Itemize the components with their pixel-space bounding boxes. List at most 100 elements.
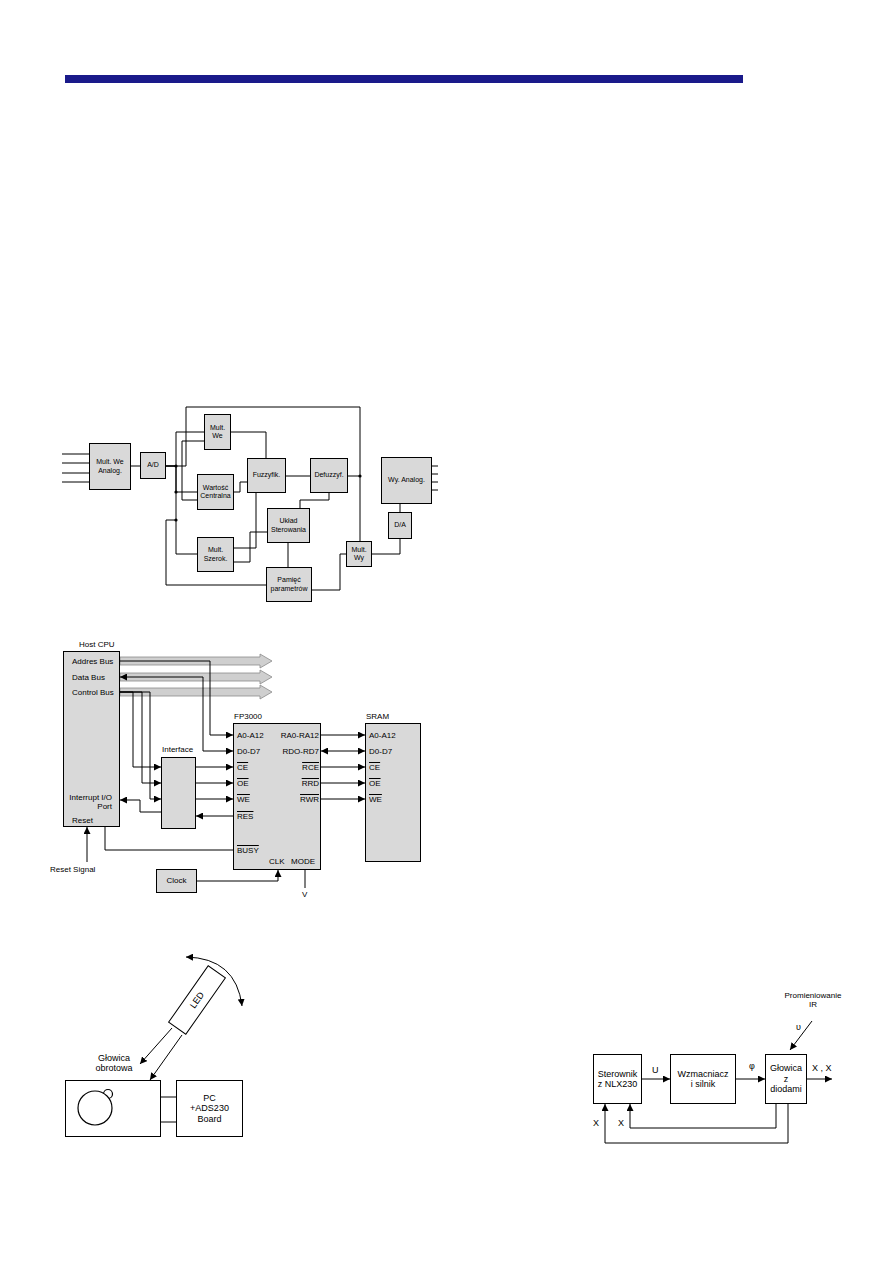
box-label: D/A — [394, 521, 406, 529]
connector — [642, 1079, 670, 1080]
rotary-head — [78, 1090, 113, 1126]
connector — [196, 767, 233, 768]
connector — [196, 799, 233, 800]
process-box: Wzmacniacz i silnik — [670, 1054, 736, 1104]
connector — [120, 677, 233, 751]
box-label: Układ Sterowania — [270, 517, 307, 533]
pin-label: OE — [237, 780, 249, 788]
cpu-box: Host CPUAddres BusData BusControl BusInt… — [63, 651, 120, 827]
head-box: Głowica obrotowa — [65, 1080, 161, 1137]
connector — [400, 504, 401, 512]
connector — [166, 466, 197, 492]
connector — [150, 1035, 182, 1080]
box-label: Wartość Centralna — [200, 484, 231, 500]
connector — [166, 466, 197, 554]
pin-label: FP3000 — [234, 713, 262, 721]
connector — [120, 692, 161, 767]
pin-label: MODE — [291, 858, 315, 866]
connector — [736, 1079, 765, 1080]
connector — [630, 1104, 776, 1128]
pin-label: WE — [237, 796, 250, 804]
pin-label: Addres Bus — [72, 658, 113, 666]
symbol-label: υ — [796, 1023, 801, 1033]
connector — [234, 532, 267, 562]
pin-label: OE — [369, 780, 381, 788]
signal-label: X , X — [812, 1064, 832, 1074]
pin-label: V — [302, 891, 307, 900]
pin-label: RRD — [302, 780, 319, 788]
connector — [372, 539, 400, 554]
connector — [348, 476, 360, 541]
connector — [321, 799, 365, 800]
box-label: Mult. Szerok. — [200, 546, 231, 562]
box-label: A/D — [147, 461, 159, 469]
note-label: Promieniowanie IR — [780, 992, 846, 1010]
edge-label: φ — [748, 1062, 756, 1071]
pin-label: BUSY — [237, 847, 259, 855]
connector — [105, 827, 233, 850]
connector — [166, 432, 204, 466]
connector — [120, 692, 161, 783]
pin-label: D0-D7 — [369, 748, 392, 756]
connector — [161, 1122, 176, 1123]
box-label: PC +ADS230 Board — [189, 1093, 230, 1124]
pin-label: RES — [237, 813, 253, 821]
chip-box: FP3000A0-A12RA0-RA12D0-D7RDO-RD7CERCEOER… — [233, 723, 321, 870]
box-label: Fuzzyfik. — [253, 471, 281, 479]
edge-label: U — [651, 1066, 660, 1075]
pin-label: CE — [237, 764, 248, 772]
pin-label: CLK — [269, 858, 285, 866]
pin-label: WE — [369, 796, 382, 804]
block-box: Mult. We Analog. — [89, 443, 131, 490]
interface-box: Interface — [161, 757, 196, 829]
pin-label: Host CPU — [79, 641, 115, 649]
box-label: Mult. We — [207, 424, 228, 440]
pin-label: RCE — [302, 764, 319, 772]
pin-label: Control Bus — [72, 689, 114, 697]
block-box: A/D — [140, 452, 166, 479]
box-label: Mult. Wy — [349, 546, 369, 562]
connector — [120, 692, 161, 799]
connector — [321, 735, 365, 736]
pin-label: A0-A12 — [369, 732, 396, 740]
pin-label: Głowica obrotowa — [87, 1053, 141, 1074]
pin-label: A0-A12 — [237, 732, 264, 740]
box-label: Wzmacniacz i silnik — [678, 1069, 729, 1090]
connector — [120, 800, 161, 812]
header-bar — [65, 75, 743, 83]
pin-label: RWR — [300, 796, 319, 804]
pin-label: D0-D7 — [237, 748, 260, 756]
block-box: Wy. Analog. — [381, 457, 432, 504]
memory-box: SRAMA0-A12D0-D7CEOEWE — [365, 723, 421, 862]
pin-label: Data Bus — [72, 674, 105, 682]
block-box: Fuzzyfik. — [247, 458, 286, 493]
connector — [196, 816, 233, 817]
box-label: Clock — [166, 876, 186, 885]
block-box: Wartość Centralna — [197, 474, 234, 510]
connector — [286, 476, 310, 477]
box-label: Defuzzyf. — [314, 471, 343, 479]
connector — [234, 482, 247, 492]
connector — [321, 783, 365, 784]
block-box: Mult. Szerok. — [197, 537, 234, 572]
connector — [321, 767, 365, 768]
edge-label: X — [592, 1119, 600, 1128]
process-box: Sterownik z NLX230 — [593, 1054, 642, 1104]
block-box: Defuzzyf. — [310, 458, 348, 493]
block-box: Mult. We — [204, 414, 231, 450]
signal-label: Reset Signal — [50, 866, 95, 875]
connector — [605, 1104, 788, 1143]
box-label: Głowica z diodami — [768, 1063, 804, 1094]
block-box: Układ Sterowania — [267, 508, 310, 543]
block-box: Pamięć parametrów — [266, 567, 312, 602]
connector — [231, 432, 266, 458]
edge-label: X — [617, 1119, 625, 1128]
connector — [234, 493, 256, 548]
connector — [196, 783, 233, 784]
pc-box: PC +ADS230 Board — [176, 1080, 243, 1137]
box-label: Wy. Analog. — [388, 476, 425, 484]
pin-label: RA0-RA12 — [281, 732, 319, 740]
